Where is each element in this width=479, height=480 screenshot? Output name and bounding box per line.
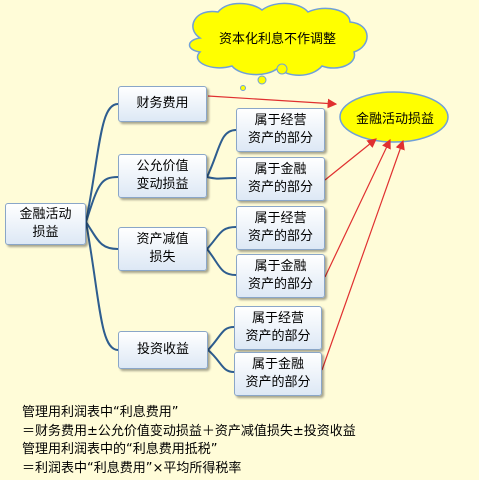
connector-impairment-operating [206,226,237,250]
cloud-text: 资本化利息不作调整 [218,31,336,47]
sub-label: 属于金融 资产的部分 [245,357,311,390]
connector-investment-financial [207,349,235,373]
connector-root-impairment [85,221,119,250]
arrow-expense-target [207,95,338,109]
connector-fairvalue-financial [206,176,237,180]
sub-fairvalue-financial: 属于金融 资产的部分 [236,157,325,201]
item-finance-expense: 财务费用 [118,86,207,122]
thought-cloud [188,2,368,76]
sub-label: 属于经营 资产的部分 [245,311,311,344]
note-line-2: ＝财务费用±公允价值变动损益＋资产减值损失±投资收益 [22,424,356,439]
item-label: 财务费用 [136,96,189,111]
note-line-1: 管理用利润表中“利息费用” [22,405,179,420]
sub-investment-financial: 属于金融 资产的部分 [234,352,322,396]
arrow-investment-target [321,139,405,371]
connector-investment-operating [207,326,235,351]
target-label: 金融活动损益 [355,111,434,127]
target-ellipse [339,91,449,143]
thought-bubble-large [276,63,288,75]
sub-label: 属于经营 资产的部分 [247,113,313,146]
connector-root-fairvalue [85,176,119,223]
item-label: 资产减值 损失 [136,232,189,265]
item-fair-value-change: 公允价值 变动损益 [118,154,207,198]
connector-root-expense [85,103,119,223]
item-label: 公允价值 变动损益 [136,159,189,192]
sub-label: 属于金融 资产的部分 [247,162,313,195]
connector-fairvalue-operating [206,129,237,178]
connector-root-investment [85,221,119,351]
note-line-4: ＝利润表中“利息费用”×平均所得税率 [22,461,242,476]
root-label: 金融活动 损益 [19,207,72,240]
root-box: 金融活动 损益 [5,203,86,245]
sub-label: 属于经营 资产的部分 [247,211,313,244]
sub-impairment-financial: 属于金融 资产的部分 [236,254,325,298]
item-investment-income: 投资收益 [118,331,208,369]
connector-impairment-financial [206,248,237,276]
item-label: 投资收益 [136,342,189,357]
sub-fairvalue-operating: 属于经营 资产的部分 [236,108,325,152]
arrow-impairment-target [324,138,391,278]
sub-impairment-operating: 属于经营 资产的部分 [236,206,325,250]
note-line-3: 管理用利润表中的“利息费用抵税” [22,442,218,457]
thought-bubble-small [240,85,246,91]
sub-label: 属于金融 资产的部分 [247,259,313,292]
sub-investment-operating: 属于经营 资产的部分 [234,306,322,350]
item-asset-impairment: 资产减值 损失 [118,227,207,271]
thought-bubble-medium [257,75,267,85]
arrow-fairvalue-target [324,138,377,181]
